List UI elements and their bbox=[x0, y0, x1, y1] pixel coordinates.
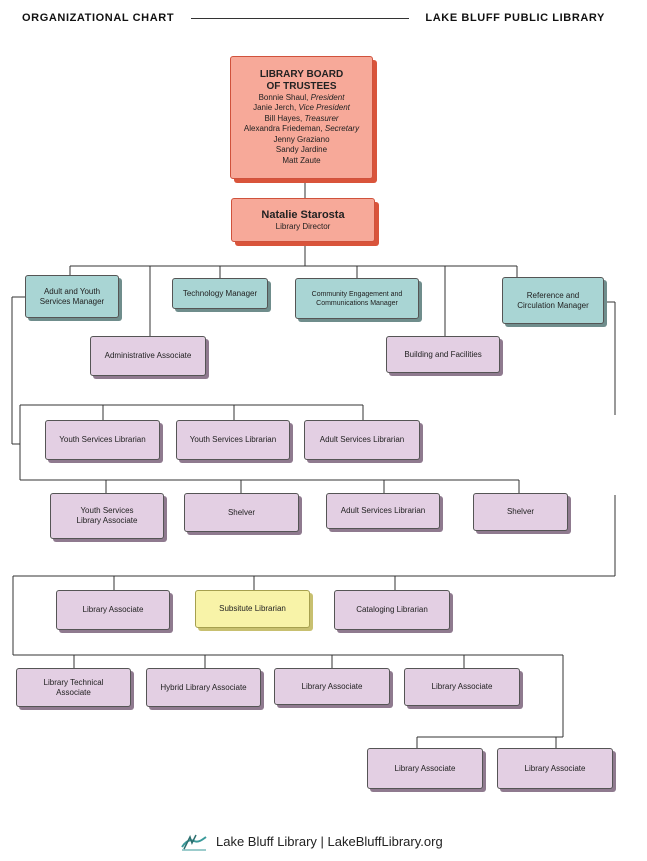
board-member: Janie Jerch, Vice President bbox=[253, 103, 350, 113]
director-title: Library Director bbox=[275, 222, 331, 231]
header-rule bbox=[191, 18, 409, 19]
adult-services-librarian: Adult Services Librarian bbox=[326, 493, 440, 529]
library-associate: Library Associate bbox=[367, 748, 483, 789]
board-member: Alexandra Friedeman, Secretary bbox=[243, 124, 360, 134]
chart-title: ORGANIZATIONAL CHART bbox=[22, 12, 175, 24]
board-member: Bonnie Shaul, President bbox=[258, 92, 345, 102]
library-technical-associate: Library Technical Associate bbox=[16, 668, 131, 707]
library-associate: Library Associate bbox=[56, 590, 170, 630]
adult-services-librarian: Adult Services Librarian bbox=[304, 420, 420, 460]
board-of-trustees: LIBRARY BOARD OF TRUSTEES Bonnie Shaul, … bbox=[230, 56, 373, 179]
youth-services-librarian: Youth Services Librarian bbox=[45, 420, 160, 460]
youth-services-library-associate: Youth Services Library Associate bbox=[50, 493, 164, 539]
lake-bluff-logo-icon bbox=[181, 834, 207, 851]
footer: Lake Bluff Library | LakeBluffLibrary.or… bbox=[180, 831, 443, 851]
footer-text[interactable]: Lake Bluff Library | LakeBluffLibrary.or… bbox=[216, 833, 443, 849]
substitute-librarian: Subsitute Librarian bbox=[195, 590, 310, 628]
board-title: LIBRARY BOARD bbox=[259, 68, 344, 80]
youth-services-librarian: Youth Services Librarian bbox=[176, 420, 290, 460]
library-name: LAKE BLUFF PUBLIC LIBRARY bbox=[425, 12, 605, 24]
shelver: Shelver bbox=[473, 493, 568, 531]
board-member: Matt Zaute bbox=[282, 155, 321, 165]
administrative-associate: Administrative Associate bbox=[90, 336, 206, 376]
library-associate: Library Associate bbox=[497, 748, 613, 789]
board-title-line2: OF TRUSTEES bbox=[266, 80, 337, 92]
director-name: Natalie Starosta bbox=[261, 209, 345, 221]
technology-manager: Technology Manager bbox=[172, 278, 268, 309]
hybrid-library-associate: Hybrid Library Associate bbox=[146, 668, 261, 707]
community-engagement-manager: Community Engagement and Communications … bbox=[295, 278, 419, 319]
cataloging-librarian: Cataloging Librarian bbox=[334, 590, 450, 630]
reference-circulation-manager: Reference and Circulation Manager bbox=[502, 277, 604, 324]
adult-youth-services-manager: Adult and Youth Services Manager bbox=[25, 275, 119, 318]
library-associate: Library Associate bbox=[274, 668, 390, 705]
shelver: Shelver bbox=[184, 493, 299, 532]
board-member: Bill Hayes, Treasurer bbox=[264, 113, 339, 123]
library-associate: Library Associate bbox=[404, 668, 520, 706]
building-and-facilities: Building and Facilities bbox=[386, 336, 500, 373]
board-member: Sandy Jardine bbox=[275, 145, 328, 155]
library-director: Natalie Starosta Library Director bbox=[231, 198, 375, 242]
board-member: Jenny Graziano bbox=[273, 134, 330, 144]
